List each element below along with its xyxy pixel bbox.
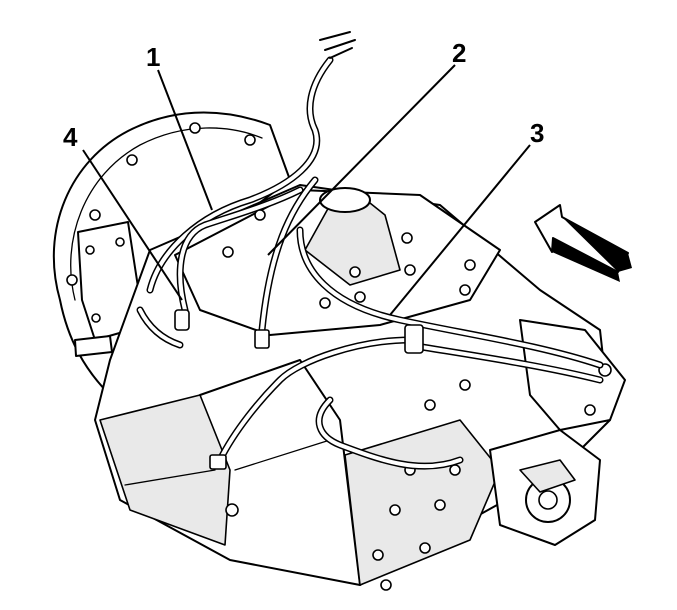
callout-4-leader — [82, 149, 183, 301]
callout-4: 4 — [63, 122, 78, 152]
top-cover — [174, 187, 501, 336]
left-mount-bracket — [74, 221, 141, 357]
callout-1-leader — [157, 69, 213, 211]
callout-3: 3 — [530, 118, 545, 148]
callout-3-leader — [389, 144, 531, 316]
output-yoke — [489, 429, 601, 546]
callout-2-leader — [267, 64, 456, 256]
callout-1: 1 — [146, 42, 161, 72]
callout-2: 2 — [452, 38, 467, 68]
air-lines — [136, 31, 604, 470]
direction-arrow-icon — [534, 204, 632, 282]
